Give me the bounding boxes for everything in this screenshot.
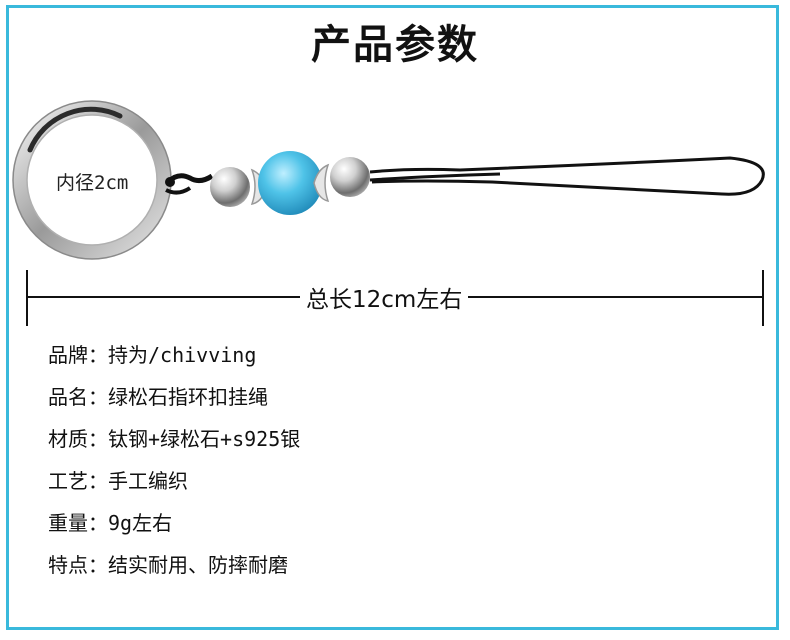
turquoise-bead [258, 151, 322, 215]
spec-value: 钛钢+绿松石+s925银 [108, 427, 301, 451]
spec-label: 材质： [48, 427, 108, 451]
product-illustration [12, 100, 765, 260]
total-length-label: 总长12cm左右 [300, 280, 469, 314]
spec-row-brand: 品牌：持为/chivving [48, 340, 300, 382]
spec-value: 绿松石指环扣挂绳 [108, 385, 268, 409]
spec-label: 特点： [48, 553, 108, 577]
spec-row-features: 特点：结实耐用、防摔耐磨 [48, 550, 300, 592]
spec-value: 9g左右 [108, 511, 173, 535]
left-steel-bead [210, 167, 250, 207]
lanyard-cord [369, 156, 765, 196]
spec-value: 结实耐用、防摔耐磨 [108, 553, 288, 577]
spec-value: 持为/chivving [108, 343, 257, 367]
spec-row-craft: 工艺：手工编织 [48, 466, 300, 508]
spec-label: 重量： [48, 511, 108, 535]
right-steel-bead [330, 157, 370, 197]
measure-tick-left [26, 270, 28, 326]
page-frame [6, 5, 779, 630]
measure-tick-right [762, 270, 764, 326]
spec-value: 手工编织 [108, 469, 188, 493]
page-title: 产品参数 [311, 22, 479, 68]
spec-list: 品牌：持为/chivving 品名：绿松石指环扣挂绳 材质：钛钢+绿松石+s92… [48, 340, 300, 592]
spec-label: 品牌： [48, 343, 108, 367]
spec-row-weight: 重量：9g左右 [48, 508, 300, 550]
spec-row-material: 材质：钛钢+绿松石+s925银 [48, 424, 300, 466]
spec-row-product-name: 品名：绿松石指环扣挂绳 [48, 382, 300, 424]
spec-label: 工艺： [48, 469, 108, 493]
spec-label: 品名： [48, 385, 108, 409]
cord-knot [165, 173, 214, 195]
inner-diameter-label: 内径2cm [56, 172, 129, 194]
right-bead-cap [313, 163, 330, 202]
